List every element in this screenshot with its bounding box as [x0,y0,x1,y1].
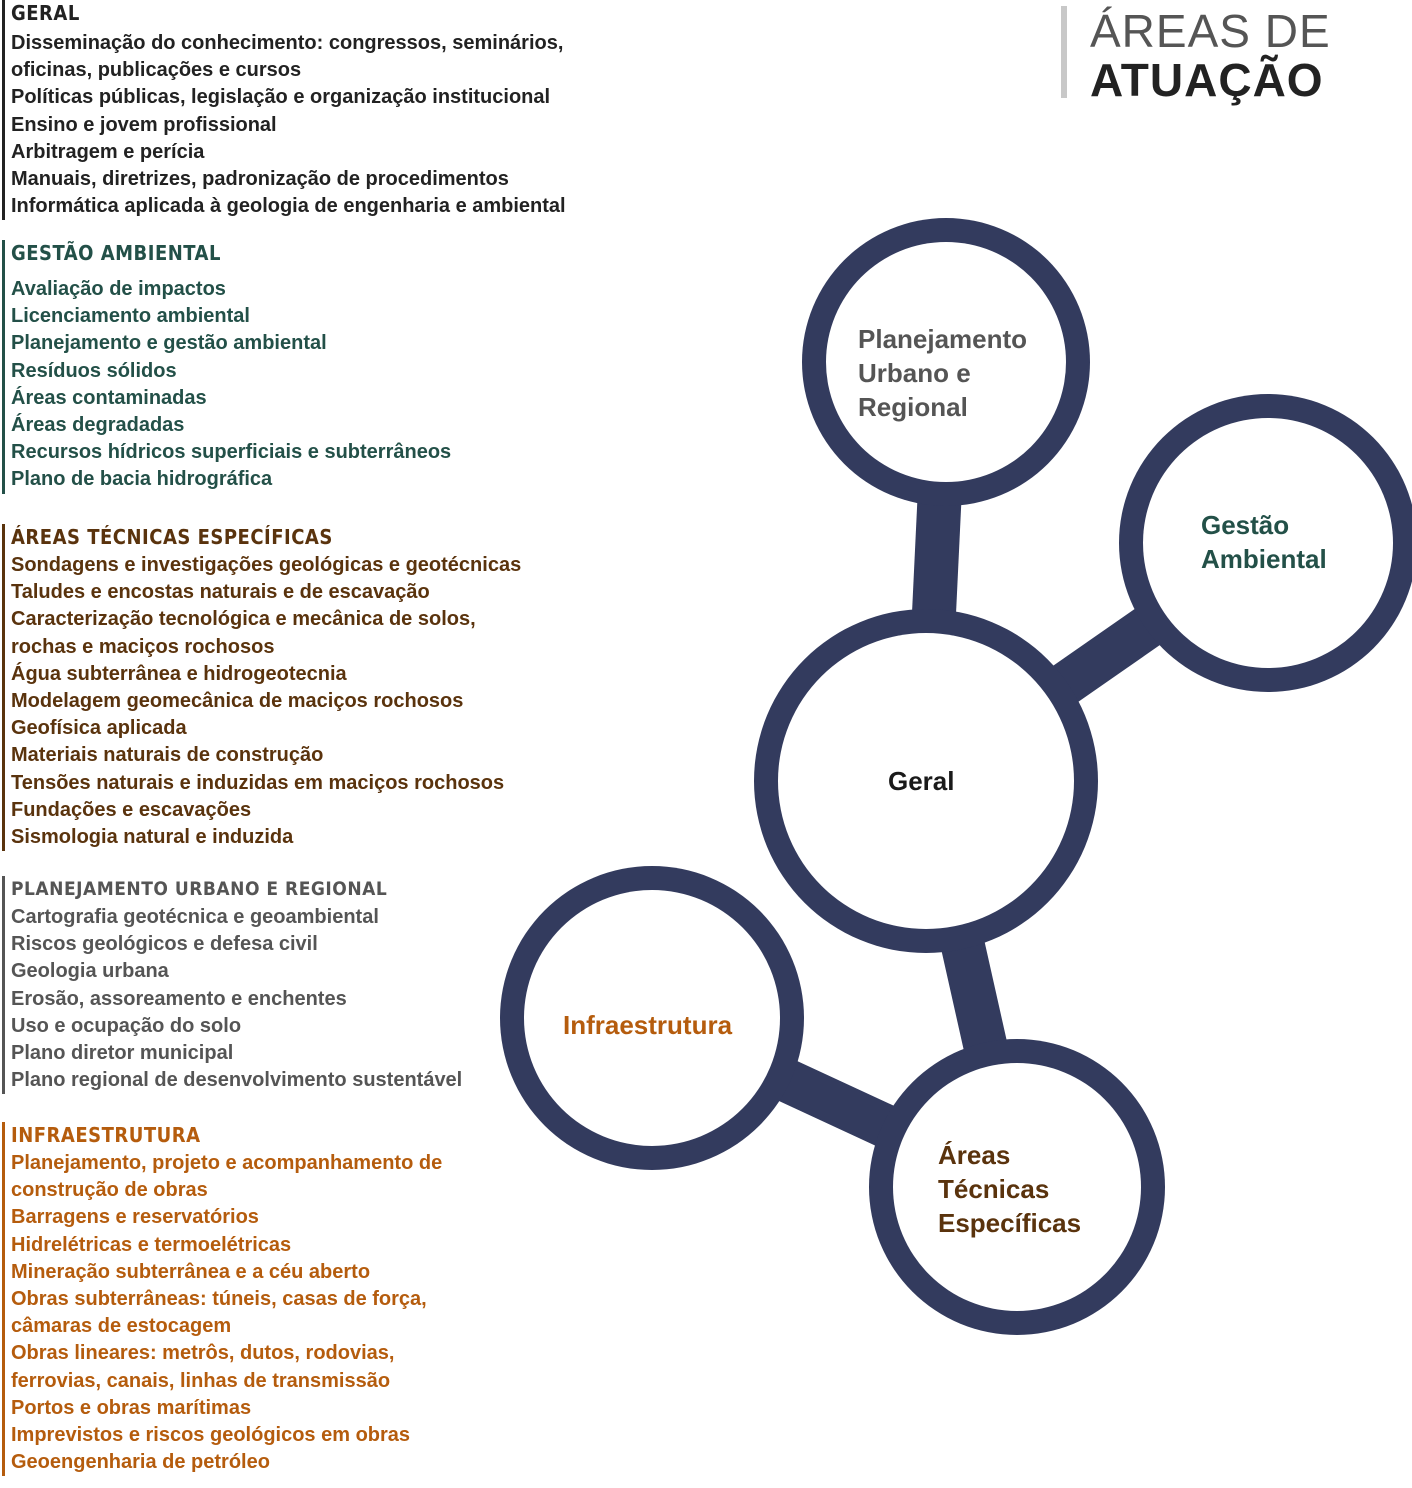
section-list-geral: Disseminação do conhecimento: congressos… [11,30,566,220]
node-label-line: Específicas [938,1208,1082,1238]
list-item: Taludes e encostas naturais e de escavaç… [11,581,430,604]
list-item: Áreas contaminadas [11,386,207,409]
ring-inner-infra [524,890,780,1146]
list-item: Imprevistos e riscos geológicos em obras [11,1424,411,1447]
list-item: Licenciamento ambiental [11,305,250,328]
list-item: Manuais, diretrizes, padronização de pro… [11,168,509,191]
list-item: Fundações e escavações [11,798,252,821]
list-item: Hidrelétricas e termoelétricas [11,1233,292,1256]
list-item: Tensões naturais e induzidas em maciços … [11,771,505,794]
list-item: Plano regional de desenvolvimento susten… [11,1069,463,1092]
list-item: Portos e obras marítimas [11,1396,252,1419]
node-label-line: Gestão [1201,510,1290,540]
page-title-line2: ATUAÇÃO [1090,54,1324,106]
node-label-geral: Geral [888,764,955,798]
list-item: Mineração subterrânea e a céu aberto [11,1260,371,1283]
list-item: Resíduos sólidos [11,359,177,382]
node-label-line: Infraestrutura [563,1010,733,1040]
node-label-line: Urbano e [858,358,971,388]
section-heading-gestao-ambiental: GESTÃO AMBIENTAL [11,241,221,265]
diagram-rings [500,218,1412,1335]
list-item: Obras lineares: metrôs, dutos, rodovias, [11,1342,395,1365]
list-item: Áreas degradadas [11,414,185,437]
list-item: rochas e maciços rochosos [11,635,275,658]
node-label-line: Regional [858,392,968,422]
ring-inner-gestao [1143,418,1393,668]
list-item: Cartografia geotécnica e geoambiental [11,906,379,928]
list-item: oficinas, publicações e cursos [11,59,302,82]
section-heading-geral: GERAL [11,1,80,25]
list-item: Disseminação do conhecimento: congressos… [11,32,564,54]
list-item: Barragens e reservatórios [11,1206,259,1229]
ring-inner-planejamento [826,242,1066,482]
list-item: Plano de bacia hidrográfica [11,468,273,491]
section-planejamento-urbano: PLANEJAMENTO URBANO E REGIONAL Cartograf… [2,876,462,1095]
list-item: Modelagem geomecânica de maciços rochoso… [11,690,464,713]
node-label-line: Planejamento [858,324,1028,354]
list-item: Materiais naturais de construção [11,744,324,767]
node-label-line: Geral [888,766,955,796]
node-label-line: Ambiental [1201,544,1327,574]
list-item: Recursos hídricos superficiais e subterr… [11,441,452,464]
list-item: Planejamento e gestão ambiental [11,332,327,355]
list-item: Riscos geológicos e defesa civil [11,933,318,956]
section-list-infraestrutura: Planejamento, projeto e acompanhamento d… [11,1150,442,1476]
list-item: Ensino e jovem profissional [11,113,277,136]
list-item: Geofísica aplicada [11,717,187,740]
list-item: câmaras de estocagem [11,1315,232,1338]
section-infraestrutura: INFRAESTRUTURA Planejamento, projeto e a… [2,1122,442,1477]
list-item: Arbitragem e perícia [11,140,205,163]
list-item: Caracterização tecnológica e mecânica de… [11,608,476,631]
ring-inner-tecnicas [893,1063,1141,1311]
list-item: Geologia urbana [11,960,169,983]
ring-inner-geral [778,633,1074,929]
node-label-line: Áreas [938,1140,1011,1170]
title-accent-bar [1061,6,1067,98]
section-areas-tecnicas: ÁREAS TÉCNICAS ESPECÍFICAS Sondagens e i… [2,524,521,852]
section-list-areas-tecnicas: Sondagens e investigações geológicas e g… [11,552,521,851]
list-item: Erosão, assoreamento e enchentes [11,987,347,1010]
list-item: Políticas públicas, legislação e organiz… [11,86,551,109]
list-item: construção de obras [11,1179,208,1202]
section-heading-areas-tecnicas: ÁREAS TÉCNICAS ESPECÍFICAS [11,525,333,549]
list-item: ferrovias, canais, linhas de transmissão [11,1369,391,1392]
node-label-infraestrutura: Infraestrutura [563,1008,732,1042]
list-item: Sismologia natural e induzida [11,826,294,849]
list-item: Sondagens e investigações geológicas e g… [11,554,522,576]
section-heading-planejamento-urbano: PLANEJAMENTO URBANO E REGIONAL [11,878,388,900]
list-item: Avaliação de impactos [11,278,226,300]
list-item: Informática aplicada à geologia de engen… [11,195,566,218]
list-item: Uso e ocupação do solo [11,1014,242,1037]
list-item: Plano diretor municipal [11,1042,234,1065]
section-heading-infraestrutura: INFRAESTRUTURA [11,1123,201,1147]
node-label-line: Técnicas [938,1174,1050,1204]
page-title-line1: ÁREAS DE [1090,5,1331,57]
section-geral: GERAL Disseminação do conhecimento: cong… [2,0,566,221]
list-item: Água subterrânea e hidrogeotecnia [11,662,347,685]
list-item: Planejamento, projeto e acompanhamento d… [11,1152,443,1174]
list-item: Geoengenharia de petróleo [11,1451,270,1474]
list-item: Obras subterrâneas: túneis, casas de for… [11,1288,427,1311]
